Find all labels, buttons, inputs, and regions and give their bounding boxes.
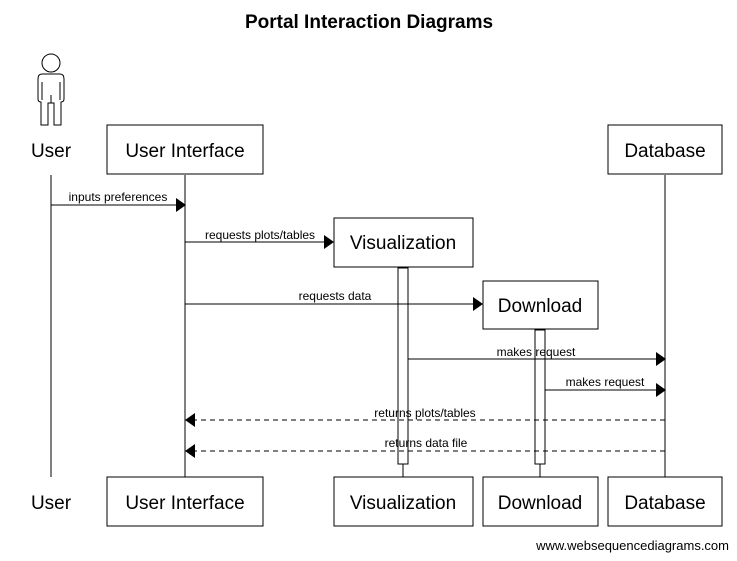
- participant-user-top: User: [31, 141, 72, 162]
- participant-database-top: Database: [607, 124, 723, 175]
- participant-database-bottom: Database: [607, 476, 723, 527]
- participant-user-interface-top: User Interface: [106, 124, 264, 175]
- activation-download: [534, 329, 546, 465]
- message-label: returns data file: [385, 436, 468, 450]
- user-actor-icon: [37, 53, 65, 126]
- participant-download-bottom: Download: [482, 476, 599, 527]
- participant-label: Download: [498, 493, 583, 514]
- message-requests-plots-tables: requests plots/tables: [185, 228, 334, 249]
- diagram-title: Portal Interaction Diagrams: [245, 12, 493, 33]
- participant-label: Download: [498, 296, 583, 317]
- message-label: returns plots/tables: [374, 406, 475, 420]
- message-inputs-preferences: inputs preferences: [51, 190, 186, 212]
- message-makes-request-download: makes request: [545, 375, 666, 397]
- message-returns-plots-tables: returns plots/tables: [185, 406, 665, 427]
- participant-label: User Interface: [125, 493, 244, 514]
- arrowhead-icon: [176, 198, 186, 212]
- participant-label: Database: [624, 493, 705, 514]
- message-label: makes request: [497, 345, 576, 359]
- participant-download-top: Download: [482, 280, 599, 330]
- arrowhead-icon: [656, 352, 666, 366]
- arrowhead-icon: [324, 235, 334, 249]
- participant-visualization-bottom: Visualization: [333, 476, 474, 527]
- arrowhead-icon: [473, 297, 483, 311]
- arrowhead-icon: [185, 444, 195, 458]
- participant-label: Visualization: [350, 493, 456, 514]
- participant-visualization-top: Visualization: [333, 217, 474, 268]
- message-returns-data-file: returns data file: [185, 436, 665, 458]
- message-label: inputs preferences: [69, 190, 168, 204]
- arrowhead-icon: [185, 413, 195, 427]
- footer-watermark: www.websequencediagrams.com: [535, 538, 729, 553]
- participant-user-bottom: User: [31, 493, 72, 514]
- activation-visualization: [397, 267, 409, 465]
- participant-label: Visualization: [350, 233, 456, 254]
- participant-label: Database: [624, 141, 705, 162]
- message-label: requests data: [299, 289, 372, 303]
- message-makes-request-visualization: makes request: [408, 345, 666, 366]
- message-requests-data: requests data: [185, 289, 483, 311]
- participant-label: User Interface: [125, 141, 244, 162]
- arrowhead-icon: [656, 383, 666, 397]
- message-label: makes request: [566, 375, 645, 389]
- message-label: requests plots/tables: [205, 228, 315, 242]
- participant-user-interface-bottom: User Interface: [106, 476, 264, 527]
